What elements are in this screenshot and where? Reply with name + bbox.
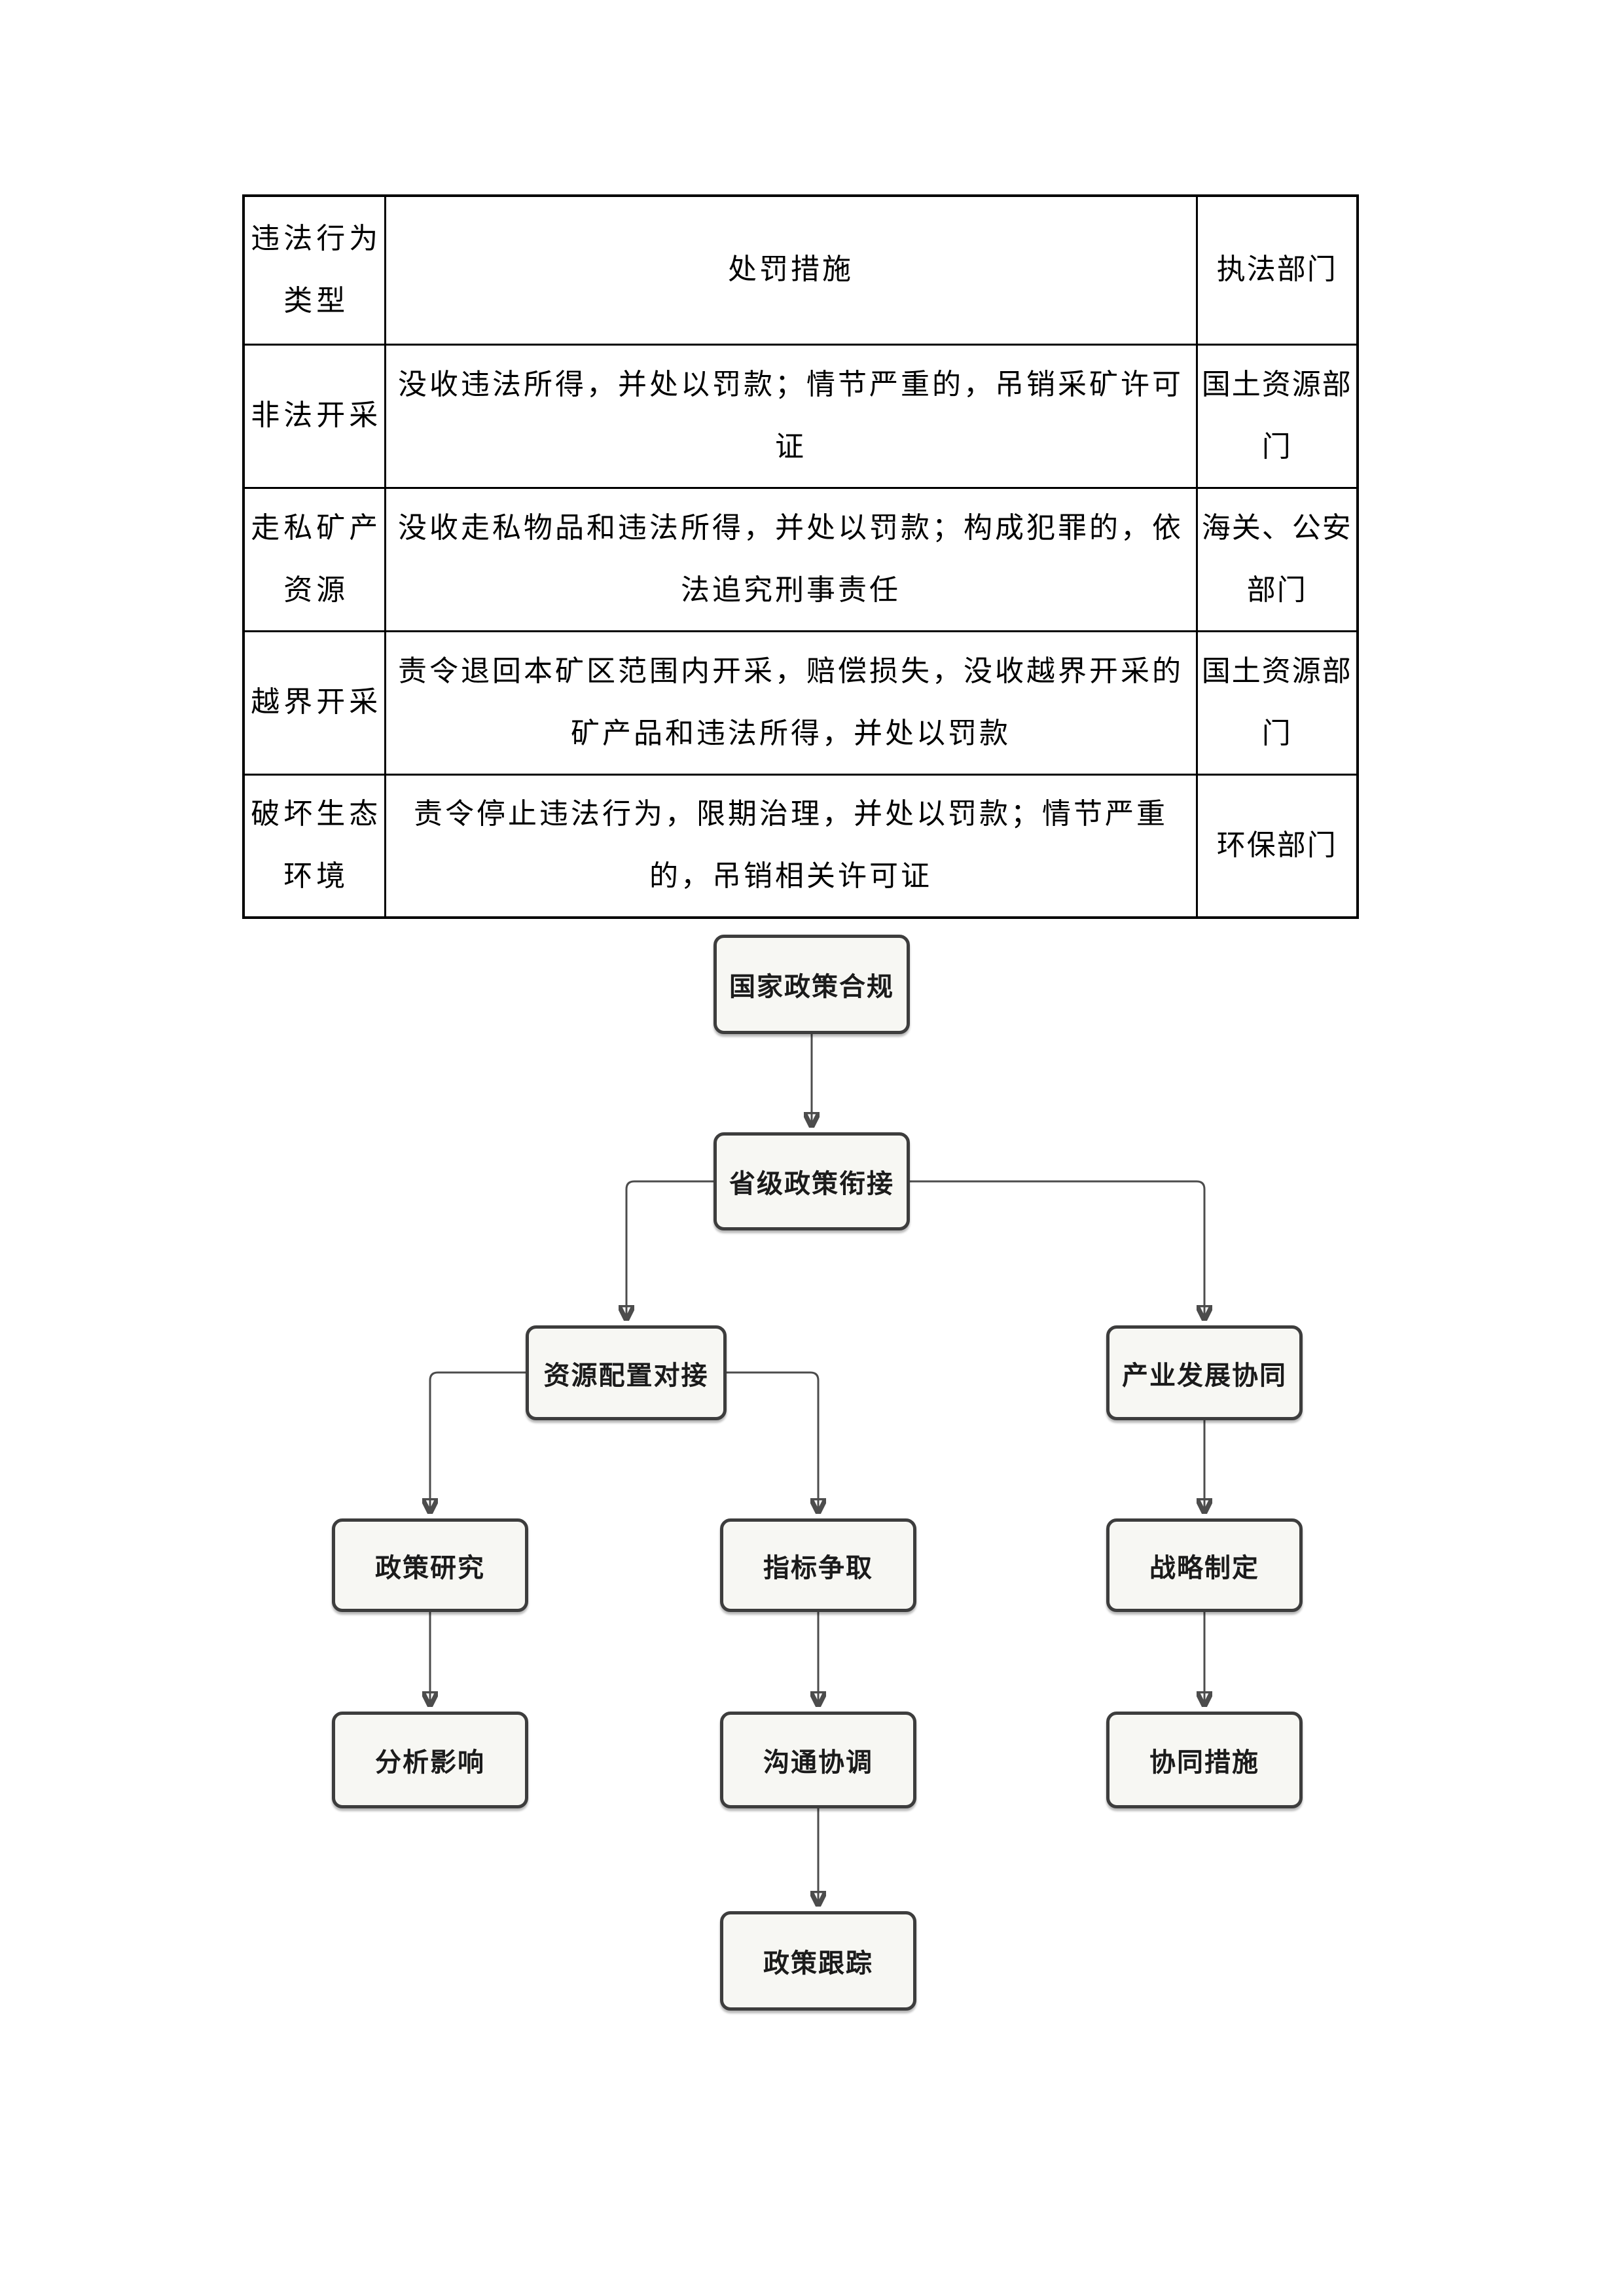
table-row-smuggling: 走私矿产 资源 没收走私物品和违法所得，并处以罚款；构成犯罪的，依 法追究刑事责…: [242, 486, 1359, 632]
type-line: 环境: [283, 860, 350, 893]
connector-provincial-to-resource: [626, 1180, 713, 1318]
type-cell: 越界开采: [242, 630, 386, 776]
type-cell: 走私矿产 资源: [242, 486, 386, 632]
department-line: 海关、公安: [1201, 511, 1352, 544]
table-header-row: 违法行为 类型 处罚措施 执法部门: [242, 194, 1359, 346]
header-cell-department: 执法部门: [1195, 194, 1359, 346]
header-cell-type: 违法行为 类型: [242, 194, 386, 346]
punishment-line: 责令退回本矿区范围内开采，赔偿损失，没收越界开采的: [398, 655, 1183, 687]
department-line: 门: [1261, 430, 1292, 463]
header-cell-punishment: 处罚措施: [384, 194, 1198, 346]
node-national-policy-compliance: 国家政策合规: [713, 935, 910, 1034]
punishment-line: 法追究刑事责任: [681, 573, 901, 606]
connector-resource-to-research: [430, 1371, 526, 1511]
table-row-illegal-mining: 非法开采 没收违法所得，并处以罚款；情节严重的，吊销采矿许可 证 国土资源部 门: [242, 343, 1359, 489]
header-punishment-line1: 处罚措施: [728, 253, 854, 286]
punishment-cell: 没收走私物品和违法所得，并处以罚款；构成犯罪的，依 法追究刑事责任: [384, 486, 1198, 632]
department-line: 门: [1261, 717, 1292, 749]
punishment-cell: 没收违法所得，并处以罚款；情节严重的，吊销采矿许可 证: [384, 343, 1198, 489]
punishment-line: 矿产品和违法所得，并处以罚款: [571, 717, 1011, 749]
node-provincial-policy-connection: 省级政策衔接: [713, 1132, 910, 1230]
department-line: 部门: [1246, 573, 1307, 606]
type-line: 走私矿产: [251, 511, 382, 544]
department-cell: 海关、公安 部门: [1195, 486, 1359, 632]
node-synergy-measures: 协同措施: [1106, 1712, 1303, 1808]
node-strategy-formulation: 战略制定: [1106, 1518, 1303, 1612]
table-row-eco-damage: 破坏生态 环境 责令停止违法行为，限期治理，并处以罚款；情节严重 的，吊销相关许…: [242, 773, 1359, 919]
node-resource-allocation: 资源配置对接: [526, 1325, 727, 1420]
punishment-line: 责令停止违法行为，限期治理，并处以罚款；情节严重: [414, 798, 1168, 831]
department-line: 国土资源部: [1201, 655, 1352, 687]
punishment-cell: 责令退回本矿区范围内开采，赔偿损失，没收越界开采的 矿产品和违法所得，并处以罚款: [384, 630, 1198, 776]
department-cell: 国土资源部 门: [1195, 630, 1359, 776]
type-cell: 破坏生态 环境: [242, 773, 386, 919]
header-type-line2: 类型: [283, 284, 350, 317]
department-line: 环保部门: [1216, 829, 1337, 861]
punishment-line: 没收走私物品和违法所得，并处以罚款；构成犯罪的，依: [398, 511, 1183, 544]
department-line: 国土资源部: [1201, 368, 1352, 401]
department-cell: 国土资源部 门: [1195, 343, 1359, 489]
node-impact-analysis: 分析影响: [332, 1712, 528, 1808]
header-department-line1: 执法部门: [1216, 253, 1337, 286]
punishment-line: 证: [775, 430, 806, 463]
type-line: 非法开采: [251, 399, 382, 432]
type-line: 破坏生态: [251, 798, 382, 831]
node-indicator-striving: 指标争取: [720, 1518, 916, 1612]
table-row-cross-boundary: 越界开采 责令退回本矿区范围内开采，赔偿损失，没收越界开采的 矿产品和违法所得，…: [242, 630, 1359, 776]
node-policy-research: 政策研究: [332, 1518, 528, 1612]
node-industry-development-synergy: 产业发展协同: [1106, 1325, 1303, 1420]
penalty-table: 违法行为 类型 处罚措施 执法部门: [242, 194, 1359, 919]
type-line: 资源: [283, 573, 350, 606]
punishment-cell: 责令停止违法行为，限期治理，并处以罚款；情节严重 的，吊销相关许可证: [384, 773, 1198, 919]
node-policy-tracking: 政策跟踪: [720, 1911, 916, 2011]
connector-resource-to-indicator: [727, 1371, 818, 1511]
header-type-line1: 违法行为: [251, 222, 382, 255]
type-line: 越界开采: [251, 686, 382, 719]
department-cell: 环保部门: [1195, 773, 1359, 919]
punishment-line: 的，吊销相关许可证: [649, 860, 932, 893]
node-communication-coordination: 沟通协调: [720, 1712, 916, 1808]
type-cell: 非法开采: [242, 343, 386, 489]
connector-provincial-to-industry: [910, 1180, 1204, 1318]
punishment-line: 没收违法所得，并处以罚款；情节严重的，吊销采矿许可: [398, 368, 1183, 401]
